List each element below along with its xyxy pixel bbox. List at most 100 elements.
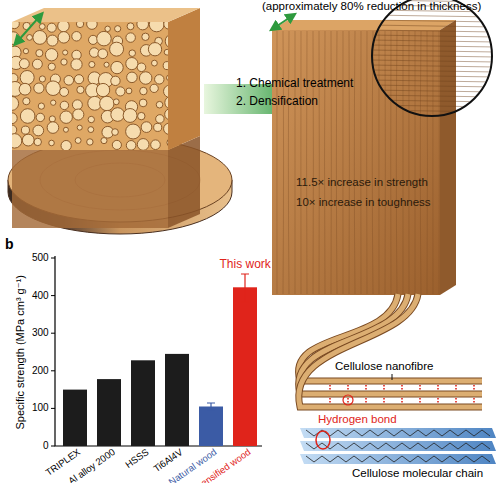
pore bbox=[73, 109, 84, 120]
block-side-face bbox=[168, 8, 200, 150]
grain-line bbox=[342, 31, 343, 294]
pore bbox=[96, 83, 109, 96]
pore bbox=[47, 122, 59, 134]
pore bbox=[77, 86, 84, 93]
pore bbox=[165, 34, 168, 49]
layer-line bbox=[370, 75, 495, 77]
pore bbox=[12, 96, 19, 110]
fibre-outline bbox=[299, 294, 482, 407]
pore bbox=[139, 99, 147, 107]
pore bbox=[46, 81, 61, 96]
grain-line bbox=[360, 31, 361, 294]
hydrogen-bond bbox=[329, 398, 331, 403]
pore bbox=[34, 83, 44, 93]
fibre bbox=[299, 294, 482, 407]
pore bbox=[126, 58, 138, 70]
grain-line bbox=[319, 31, 320, 294]
pore bbox=[150, 84, 158, 92]
fibre-outline bbox=[299, 294, 482, 381]
pore bbox=[71, 59, 82, 70]
hydrogen-bond bbox=[419, 385, 421, 390]
nanofibres bbox=[299, 294, 482, 407]
pore bbox=[63, 127, 68, 132]
layer-line bbox=[370, 105, 495, 107]
pore bbox=[138, 112, 145, 119]
hydrogen-bond bbox=[473, 385, 475, 390]
grain-line bbox=[432, 31, 433, 294]
pore bbox=[112, 129, 119, 136]
pore bbox=[49, 140, 55, 146]
leader-line bbox=[392, 374, 393, 380]
note: (approximately 80% reduction in thicknes… bbox=[262, 0, 481, 13]
step-label: 1. Chemical treatment bbox=[236, 77, 353, 91]
fibre-outline bbox=[299, 294, 482, 394]
annotation: This work bbox=[220, 258, 271, 272]
layer-line bbox=[370, 120, 495, 122]
bar-label: HSSS bbox=[124, 446, 151, 470]
pore bbox=[75, 138, 81, 144]
zoom-detail bbox=[370, 0, 495, 127]
pore bbox=[36, 113, 44, 121]
pore bbox=[101, 138, 107, 144]
pore bbox=[20, 109, 35, 124]
pore bbox=[127, 23, 134, 30]
pore bbox=[21, 126, 29, 134]
pore bbox=[64, 76, 74, 86]
hydrogen-bond bbox=[455, 398, 457, 403]
cell-pores bbox=[12, 22, 168, 150]
pore bbox=[23, 98, 30, 105]
chain-bonds bbox=[306, 456, 490, 462]
pore bbox=[36, 50, 43, 57]
pore bbox=[139, 72, 152, 85]
layer-line bbox=[370, 80, 495, 82]
pore bbox=[163, 62, 168, 70]
pore bbox=[48, 63, 55, 70]
pore bbox=[142, 33, 149, 40]
pore bbox=[22, 134, 34, 146]
bar bbox=[199, 407, 223, 447]
block-front-face bbox=[12, 150, 168, 228]
grain-line bbox=[295, 31, 296, 294]
pore bbox=[89, 61, 95, 67]
molecular-chains bbox=[300, 428, 496, 464]
hydrogen-bond bbox=[365, 385, 367, 390]
layer-line bbox=[370, 90, 495, 92]
pore bbox=[32, 59, 42, 69]
pore bbox=[164, 123, 168, 134]
pore bbox=[87, 22, 98, 29]
hydrogen-bond bbox=[473, 398, 475, 403]
hydrogen-bond bbox=[401, 385, 403, 390]
pore bbox=[74, 75, 83, 84]
hydrogen-bond bbox=[347, 385, 349, 390]
chain-bonds bbox=[306, 443, 490, 449]
layer-line bbox=[370, 35, 495, 37]
tick-label: 400 bbox=[32, 290, 49, 302]
grain-line bbox=[276, 31, 277, 294]
layer-line bbox=[370, 70, 495, 72]
grain-line bbox=[336, 31, 338, 294]
layer-line bbox=[370, 110, 495, 112]
bar bbox=[131, 360, 155, 446]
pore bbox=[87, 139, 93, 145]
grain-line bbox=[349, 31, 350, 294]
pore bbox=[155, 75, 164, 84]
pore bbox=[19, 59, 29, 69]
part-label: Hydrogen bond bbox=[318, 413, 397, 426]
tick-label: 200 bbox=[32, 365, 49, 377]
pore bbox=[104, 62, 109, 67]
pore bbox=[72, 100, 82, 110]
pore bbox=[166, 75, 168, 81]
pore bbox=[165, 109, 168, 120]
pore bbox=[88, 127, 94, 133]
bar bbox=[97, 379, 121, 446]
pore bbox=[12, 22, 19, 29]
node-text: 10× increase in toughness bbox=[296, 196, 431, 209]
end-grain-face bbox=[12, 22, 168, 150]
pore bbox=[111, 76, 120, 85]
pore bbox=[156, 115, 164, 123]
pore bbox=[58, 32, 70, 44]
hydrogen-bond bbox=[455, 385, 457, 390]
pore bbox=[88, 116, 94, 122]
